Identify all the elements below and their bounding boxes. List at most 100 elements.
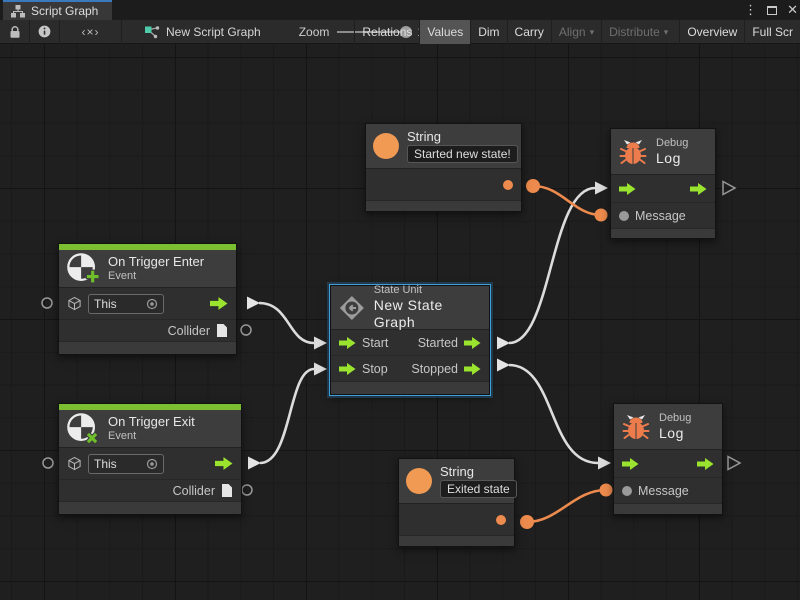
relations-toggle[interactable]: Relations bbox=[354, 20, 419, 44]
carry-toggle[interactable]: Carry bbox=[506, 20, 551, 44]
string-value-field[interactable]: Exited state bbox=[440, 480, 517, 498]
target-picker-icon[interactable] bbox=[146, 298, 158, 310]
connection-wires bbox=[41, 179, 742, 529]
node-category: State Unit bbox=[373, 284, 423, 296]
start-label: Start bbox=[362, 335, 389, 350]
tab-title: Script Graph bbox=[31, 4, 99, 18]
message-input-port[interactable] bbox=[619, 210, 629, 221]
dim-toggle[interactable]: Dim bbox=[470, 20, 506, 44]
message-label: Message bbox=[635, 208, 686, 223]
file-icon[interactable] bbox=[221, 483, 233, 498]
node-title: String bbox=[440, 464, 474, 479]
stopped-label: Stopped bbox=[411, 361, 458, 376]
node-string-bottom[interactable]: String Exited state bbox=[398, 458, 517, 547]
wire-stopped-to-log bbox=[508, 363, 599, 465]
tab-script-graph[interactable]: Script Graph bbox=[3, 0, 113, 20]
collider-label: Collider bbox=[172, 483, 215, 498]
tab-bar: Script Graph ⋮ ✕ bbox=[0, 0, 800, 20]
node-debug-log-bottom[interactable]: Debug Log Message bbox=[613, 403, 723, 515]
bug-icon bbox=[619, 139, 647, 164]
node-on-trigger-exit[interactable]: On Trigger Exit Event This Collider bbox=[58, 403, 242, 515]
maximize-icon[interactable] bbox=[767, 5, 778, 15]
port-string-bottom-out bbox=[520, 515, 534, 529]
string-literal-icon bbox=[373, 133, 399, 159]
this-target-field[interactable]: This bbox=[88, 293, 164, 314]
port-enter-collider-out bbox=[240, 324, 252, 336]
node-debug-log-top[interactable]: Debug Log Message bbox=[610, 128, 716, 239]
info-button[interactable] bbox=[30, 19, 60, 44]
zoom-slider-handle[interactable] bbox=[400, 25, 413, 38]
graph-name-indicator[interactable]: New Script Graph bbox=[136, 20, 269, 44]
values-toggle[interactable]: Values bbox=[419, 20, 471, 44]
value-output-port[interactable] bbox=[496, 514, 506, 525]
node-string-top[interactable]: String Started new state! bbox=[365, 123, 522, 212]
plus-icon bbox=[85, 269, 100, 283]
code-view-button[interactable]: ‹×› bbox=[60, 19, 122, 44]
close-icon[interactable]: ✕ bbox=[787, 2, 798, 17]
node-title: String bbox=[407, 129, 441, 144]
file-icon[interactable] bbox=[216, 323, 228, 338]
port-exit-collider-out bbox=[241, 484, 253, 496]
flow-out-arrow-icon[interactable] bbox=[697, 457, 714, 470]
this-target-field[interactable]: This bbox=[88, 453, 164, 474]
flow-in-arrow-icon[interactable] bbox=[339, 336, 356, 349]
zoom-slider[interactable] bbox=[337, 25, 413, 38]
menu-kebab-icon[interactable]: ⋮ bbox=[744, 2, 758, 17]
flow-out-arrow-icon[interactable] bbox=[690, 182, 707, 195]
value-output-port[interactable] bbox=[503, 179, 513, 190]
fullscreen-button[interactable]: Full Scr bbox=[744, 20, 800, 44]
x-icon bbox=[85, 430, 99, 445]
node-footer bbox=[366, 201, 521, 211]
flow-in-arrow-icon[interactable] bbox=[339, 362, 356, 375]
wire-string-to-message-bottom bbox=[526, 488, 607, 524]
gameobject-cube-icon bbox=[68, 296, 81, 311]
flow-out-arrow-icon[interactable] bbox=[210, 297, 228, 310]
port-message-bottom-in bbox=[599, 483, 613, 497]
node-footer bbox=[611, 229, 715, 238]
code-icon: ‹×› bbox=[81, 24, 100, 39]
this-label: This bbox=[94, 456, 117, 471]
trigger-enter-icon bbox=[67, 252, 100, 283]
overview-button[interactable]: Overview bbox=[679, 20, 744, 44]
node-category: Debug bbox=[656, 136, 689, 149]
graph-hierarchy-icon bbox=[11, 4, 25, 17]
string-literal-icon bbox=[406, 468, 432, 494]
string-value-field[interactable]: Started new state! bbox=[407, 145, 518, 163]
node-title: Log bbox=[659, 424, 684, 441]
flow-in-arrow-icon[interactable] bbox=[619, 182, 636, 195]
graph-name-label: New Script Graph bbox=[166, 24, 261, 39]
event-accent-bar bbox=[59, 404, 241, 410]
event-accent-bar bbox=[59, 244, 236, 250]
wire-exit-to-stop bbox=[259, 367, 315, 465]
node-footer bbox=[331, 382, 489, 394]
align-label: Align bbox=[558, 25, 586, 39]
target-picker-icon[interactable] bbox=[146, 458, 158, 470]
flow-in-arrow-icon[interactable] bbox=[622, 457, 639, 470]
node-title: New State Graph bbox=[373, 297, 443, 330]
graph-canvas[interactable]: String Started new state! bbox=[0, 44, 800, 600]
distribute-dropdown[interactable]: Distribute ▾ bbox=[601, 20, 675, 44]
lock-button[interactable] bbox=[0, 19, 30, 44]
flow-out-arrow-icon[interactable] bbox=[215, 457, 233, 470]
port-started-out bbox=[497, 336, 510, 350]
align-dropdown[interactable]: Align ▾ bbox=[550, 20, 601, 44]
graph-toolbar: ‹×› New Script Graph Zoom 1x Relations V… bbox=[0, 19, 800, 44]
window-controls: ⋮ ✕ bbox=[744, 0, 798, 20]
node-on-trigger-enter[interactable]: On Trigger Enter Event This Collide bbox=[58, 243, 237, 355]
node-category: Debug bbox=[659, 411, 692, 424]
collider-label: Collider bbox=[167, 323, 210, 338]
flow-out-arrow-icon[interactable] bbox=[464, 336, 481, 349]
node-title: On Trigger Exit bbox=[108, 414, 195, 429]
node-title: Log bbox=[656, 149, 681, 166]
script-graph-icon bbox=[145, 25, 160, 38]
node-state-unit[interactable]: State Unit New State Graph Start Started… bbox=[330, 284, 490, 395]
node-footer bbox=[59, 502, 241, 514]
message-input-port[interactable] bbox=[622, 485, 632, 496]
node-subtitle: Event bbox=[108, 430, 137, 442]
node-footer bbox=[614, 504, 722, 514]
port-exit-flow-out bbox=[248, 456, 261, 470]
port-exit-this-in bbox=[42, 457, 54, 469]
state-unit-icon bbox=[339, 295, 364, 320]
flow-out-arrow-icon[interactable] bbox=[464, 362, 481, 375]
